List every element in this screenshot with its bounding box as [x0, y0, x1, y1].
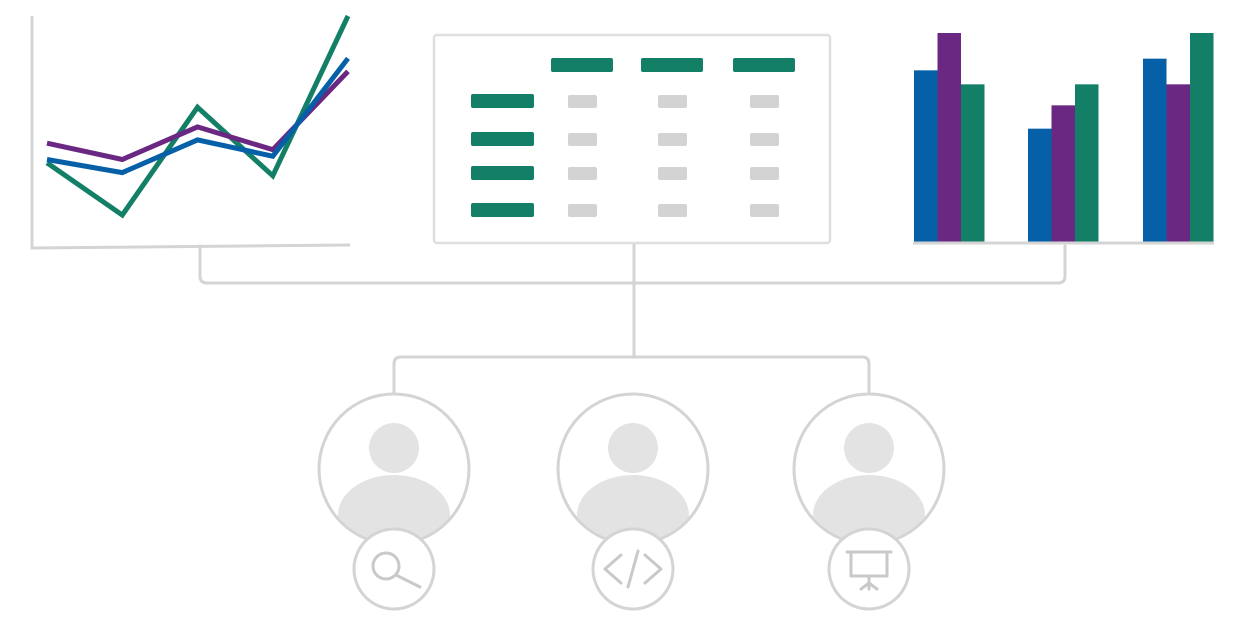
bar-blue [914, 70, 938, 243]
persona-avatar [792, 392, 946, 611]
avatar-shoulders [577, 475, 689, 543]
line-chart-axes [30, 16, 351, 250]
table-cell-placeholder [658, 95, 687, 108]
table-cell-placeholder [568, 204, 597, 217]
bar-chart [913, 33, 1214, 245]
persona-avatar [317, 392, 471, 611]
bar-purple [1166, 84, 1190, 243]
table-panel [432, 33, 832, 245]
line-chart [30, 14, 351, 250]
role-badge [352, 527, 436, 611]
table-header-bar [641, 58, 703, 72]
bar-green [1190, 33, 1214, 243]
bar-purple [1051, 105, 1075, 243]
line-chart-series-group [45, 14, 351, 219]
table-row-header-bar [471, 166, 534, 180]
avatar-head [369, 423, 419, 473]
avatar-head [844, 423, 894, 473]
table-cell-placeholder [750, 95, 779, 108]
bar-green [1075, 84, 1099, 243]
table-cell-placeholder [568, 167, 597, 180]
code-brackets-icon [591, 527, 675, 611]
bar-blue [1028, 128, 1052, 243]
bar-purple [937, 33, 961, 243]
table-row-header-bar [471, 203, 534, 217]
magnifier-icon [352, 527, 436, 611]
table-cell-placeholder [658, 167, 687, 180]
presentation-board-icon [827, 527, 911, 611]
table-cell-placeholder [750, 133, 779, 146]
line-series-blue [46, 56, 350, 176]
table-panel-frame [432, 33, 832, 245]
table-cell-placeholder [750, 204, 779, 217]
role-badge [827, 527, 911, 611]
personas-row [317, 392, 946, 611]
table-row-header-bar [471, 94, 534, 108]
avatar-shoulders [813, 475, 925, 543]
table-header-bar [551, 58, 613, 72]
table-cell-placeholder [568, 133, 597, 146]
table-cells [471, 58, 795, 217]
avatar-head [608, 423, 658, 473]
table-cell-placeholder [568, 95, 597, 108]
connector-bottom-bus [392, 355, 871, 395]
table-cell-placeholder [658, 204, 687, 217]
connector-lines [198, 241, 1067, 395]
bar-green [961, 84, 985, 243]
bar-chart-bars [914, 33, 1214, 243]
avatar-shoulders [338, 475, 450, 543]
table-row-header-bar [471, 132, 534, 146]
table-header-bar [733, 58, 795, 72]
table-cell-placeholder [658, 133, 687, 146]
table-cell-placeholder [750, 167, 779, 180]
persona-avatar [556, 392, 710, 611]
bar-blue [1143, 58, 1167, 243]
